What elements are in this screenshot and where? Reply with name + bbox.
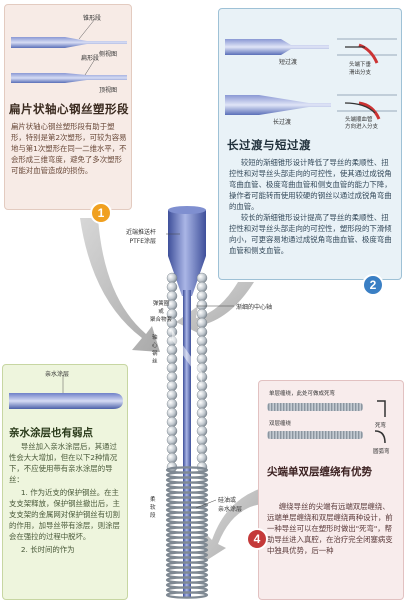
label-short-desc: 头端下垂 滑出分支 [349, 62, 372, 76]
label-coil: 弹簧圈 或 聚合物套 [150, 301, 173, 323]
label-single-layer: 单层缠绕，此处可做成死弯 [269, 391, 336, 397]
panel-flat-shaping: 锥形段 侧视图 扁形段 顶视图 扁片状轴心钢丝塑形段 扁片状轴心钢丝塑形段有助于… [4, 4, 132, 210]
label-hydrophilic: 亲水涂层 [45, 371, 70, 378]
transition-band [172, 330, 202, 382]
coated-wire-figure [9, 375, 123, 409]
arrow-2-to-wire [176, 282, 254, 334]
label-soft: 柔 软 段 [150, 497, 156, 519]
distal-coil [165, 466, 209, 599]
panel2-title: 长过渡与短过渡 [227, 138, 311, 152]
panel3-body-1: 导丝加入亲水涂层后，其通过性会大大增加，但在以下2种情况下，不应使用带有亲水涂层… [9, 442, 118, 484]
label-double-layer: 双层缠绕 [269, 421, 292, 427]
distal-coil-turn [165, 591, 209, 599]
label-core: 渐细的中心轴 [236, 304, 273, 311]
label-ptfe: 近端推送杆 PTFE涂层 [126, 229, 157, 245]
label-round-bend: 圆弧弯 [373, 449, 390, 455]
label-dead-bend: 死弯 [375, 423, 387, 429]
panel3-title: 亲水涂层也有弱点 [9, 427, 93, 439]
flat-wire-figure [11, 18, 127, 83]
label-cone-segment: 锥形段 [83, 15, 102, 22]
label-long-desc: 头端顺血管 方向进入分支 [345, 117, 379, 130]
transition-figure [225, 38, 397, 120]
tip-winding-figure [267, 400, 386, 444]
panel1-body: 扁片状轴心钢丝塑形段有助于塑形，特别是第2次塑形，可较为容易地与第1次塑形在同一… [11, 122, 127, 175]
panel4-title: 尖端单双层缠绕有优势 [267, 466, 372, 478]
panel-hydrophilic-coating: 亲水涂层 亲水涂层也有弱点 导丝加入亲水涂层后，其通过性会大大增加，但在以下2种… [2, 364, 128, 600]
badge-2: 2 [362, 274, 384, 296]
panel3-body-3: 2. 长时间的作为 [20, 545, 75, 554]
core-wire [183, 290, 191, 598]
panel3-body: 导丝加入亲水涂层后，其通过性会大大增加，但在以下2种情况下，不应使用带有亲水涂层… [9, 441, 123, 557]
label-top-view: 顶视图 [99, 87, 118, 94]
panel1-title: 扁片状轴心钢丝塑形段 [9, 102, 129, 116]
taper-cone [168, 256, 206, 296]
label-long-transition: 长过渡 [273, 119, 292, 126]
label-coat: 硅油或 亲水涂层 [218, 497, 243, 513]
ptfe-pushrod-top [168, 206, 206, 214]
label-core-steel: 轴 心 钢 丝 [152, 335, 158, 365]
badge-1: 1 [90, 202, 112, 224]
ptfe-pushrod [168, 210, 206, 256]
arrow-1-to-3 [80, 218, 160, 352]
label-side-view: 侧视图 [99, 51, 118, 58]
panel2-body-1: 较短的渐细锥形设计降低了导丝的柔顺性、扭控性和对导丝头部走向的可控性，使其通过成… [229, 158, 392, 211]
panel-tip-winding: 单层缠绕，此处可做成死弯 双层缠绕 死弯 圆弧弯 尖端单双层缠绕有优势 缠绕导丝… [258, 380, 404, 600]
label-flat-segment: 扁形段 [81, 55, 100, 62]
panel2-body-2: 较长的渐细锥形设计提高了导丝的柔顺性、扭控性和对导丝头部走向的可控性，塑形段的下… [229, 213, 392, 255]
arrow-4-to-wire [204, 488, 262, 562]
badge-4: 4 [246, 528, 268, 550]
panel-transition-length: 短过渡 头端下垂 滑出分支 长过渡 头端顺血管 方向进入分支 长过渡与短过渡 较… [218, 8, 402, 280]
panel4-body: 缠绕导丝的尖端有远端双层缠绕、远端单层缠绕和双层缠绕两种设计，前一种导丝可以在塑… [267, 502, 393, 555]
panel2-body: 较短的渐细锥形设计降低了导丝的柔顺性、扭控性和对导丝头部走向的可控性，使其通过成… [229, 157, 395, 256]
label-short-transition: 短过渡 [279, 59, 298, 66]
panel3-body-2: 1. 作为近支的保护钢丝。在主支支架释放，保护钢丝撤出后，主支支架的金属网对保护… [9, 488, 120, 541]
